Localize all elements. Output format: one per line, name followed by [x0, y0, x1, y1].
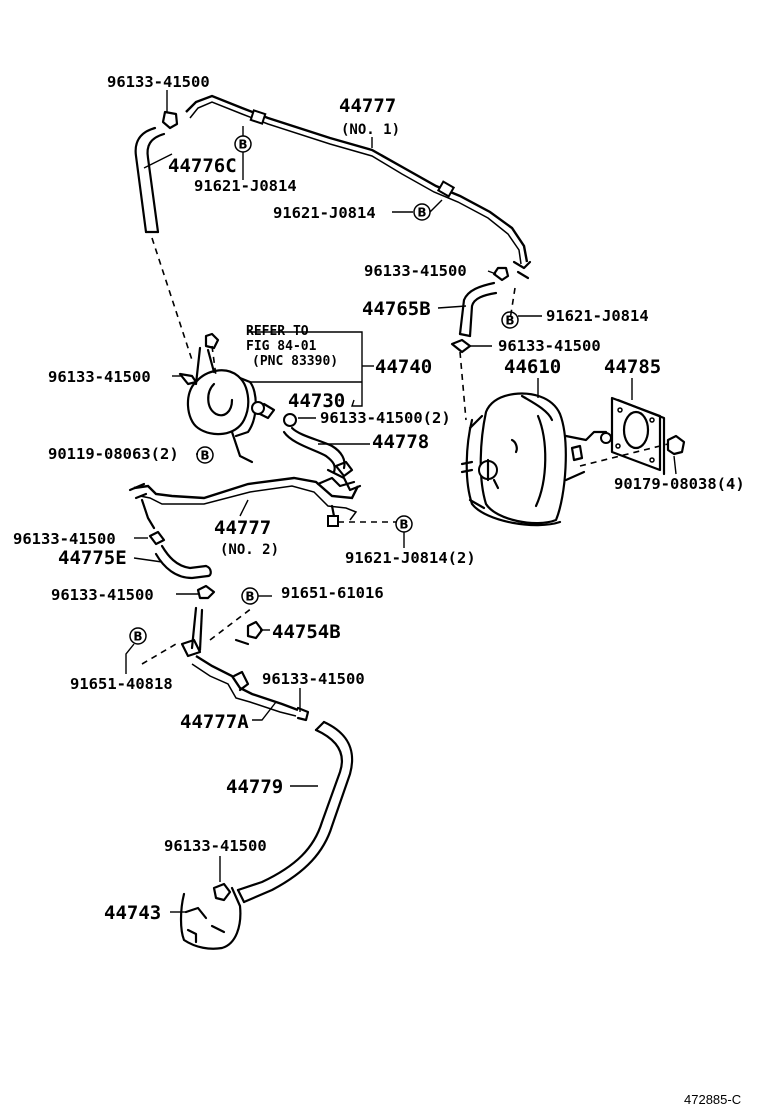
hose-44775e [140, 498, 212, 580]
label-91621-d: 91621-J0814(2) [345, 549, 476, 567]
vacuum-pipe-44777a [180, 606, 310, 722]
hose-44779 [236, 720, 354, 904]
label-91621-a: 91621-J0814 [194, 177, 297, 195]
svg-text:B: B [238, 138, 247, 152]
b-callout-1: B [234, 135, 252, 153]
label-44777-no1-sub: (NO. 1) [341, 122, 400, 138]
clip-44754b [234, 620, 264, 646]
svg-text:B: B [417, 206, 426, 220]
label-44776c: 44776C [168, 155, 237, 177]
b-callout-7: B [129, 627, 147, 645]
b-callout-circles: B B B B B B B [129, 135, 519, 645]
label-96133-low: 96133-41500 [262, 670, 365, 688]
hose-44778 [282, 413, 354, 478]
label-44610: 44610 [504, 356, 561, 378]
label-96133-bottom: 96133-41500 [164, 837, 267, 855]
b-callout-3: B [501, 311, 519, 329]
vacuum-pipe-44777-no1 [185, 94, 532, 280]
b-callout-5: B [395, 515, 413, 533]
hose-clip-top [161, 90, 179, 130]
label-91651-61016: 91651-61016 [281, 584, 384, 602]
label-91621-c: 91621-J0814 [546, 307, 649, 325]
label-refer-to-2: FIG 84-01 [246, 339, 317, 354]
label-44765b: 44765B [362, 298, 431, 320]
svg-text:B: B [133, 630, 142, 644]
label-96133-right2: 96133-41500 [498, 337, 601, 355]
label-44775e: 44775E [58, 547, 127, 569]
label-96133-right1: 96133-41500 [364, 262, 467, 280]
nut-90179 [666, 434, 686, 456]
label-44777a: 44777A [180, 711, 249, 733]
svg-text:B: B [245, 590, 254, 604]
svg-text:B: B [399, 518, 408, 532]
label-96133-mid2: 96133-41500(2) [320, 409, 451, 427]
label-44740: 44740 [375, 356, 432, 378]
hose-44765b [458, 266, 510, 338]
label-refer-to-3: (PNC 83390) [252, 354, 338, 369]
label-44743: 44743 [104, 902, 161, 924]
label-44777-no2: 44777 [214, 517, 271, 539]
label-90119: 90119-08063(2) [48, 445, 179, 463]
label-44778: 44778 [372, 431, 429, 453]
label-91621-b: 91621-J0814 [273, 204, 376, 222]
check-valve-44740 [178, 332, 276, 464]
label-44730: 44730 [288, 390, 345, 412]
label-44777-no2-sub: (NO. 2) [220, 542, 279, 558]
vacuum-pipe-44777-no2 [128, 468, 362, 527]
leader-lines [125, 126, 677, 913]
label-91651-40818: 91651-40818 [70, 675, 173, 693]
label-96133-left1: 96133-41500 [48, 368, 151, 386]
b-callout-6: B [241, 587, 259, 605]
label-96133-left3: 96133-41500 [51, 586, 154, 604]
label-96133-left2: 96133-41500 [13, 530, 116, 548]
brake-booster-44610 [460, 392, 612, 527]
label-90179: 90179-08038(4) [614, 475, 745, 493]
figure-id: 472885-C [684, 1092, 741, 1107]
label-44754b: 44754B [272, 621, 341, 643]
label-refer-to-1: REFER TO [246, 324, 309, 339]
label-44777-no1: 44777 [339, 95, 396, 117]
label-44779: 44779 [226, 776, 283, 798]
label-96133-top: 96133-41500 [107, 73, 210, 91]
b-callout-4: B [196, 446, 214, 464]
hose-44776c [134, 126, 166, 234]
svg-text:B: B [200, 449, 209, 463]
b-callout-2: B [413, 203, 431, 221]
bracket-44743 [179, 882, 242, 950]
gasket-44785 [610, 396, 666, 476]
label-44785: 44785 [604, 356, 661, 378]
svg-text:B: B [505, 314, 514, 328]
